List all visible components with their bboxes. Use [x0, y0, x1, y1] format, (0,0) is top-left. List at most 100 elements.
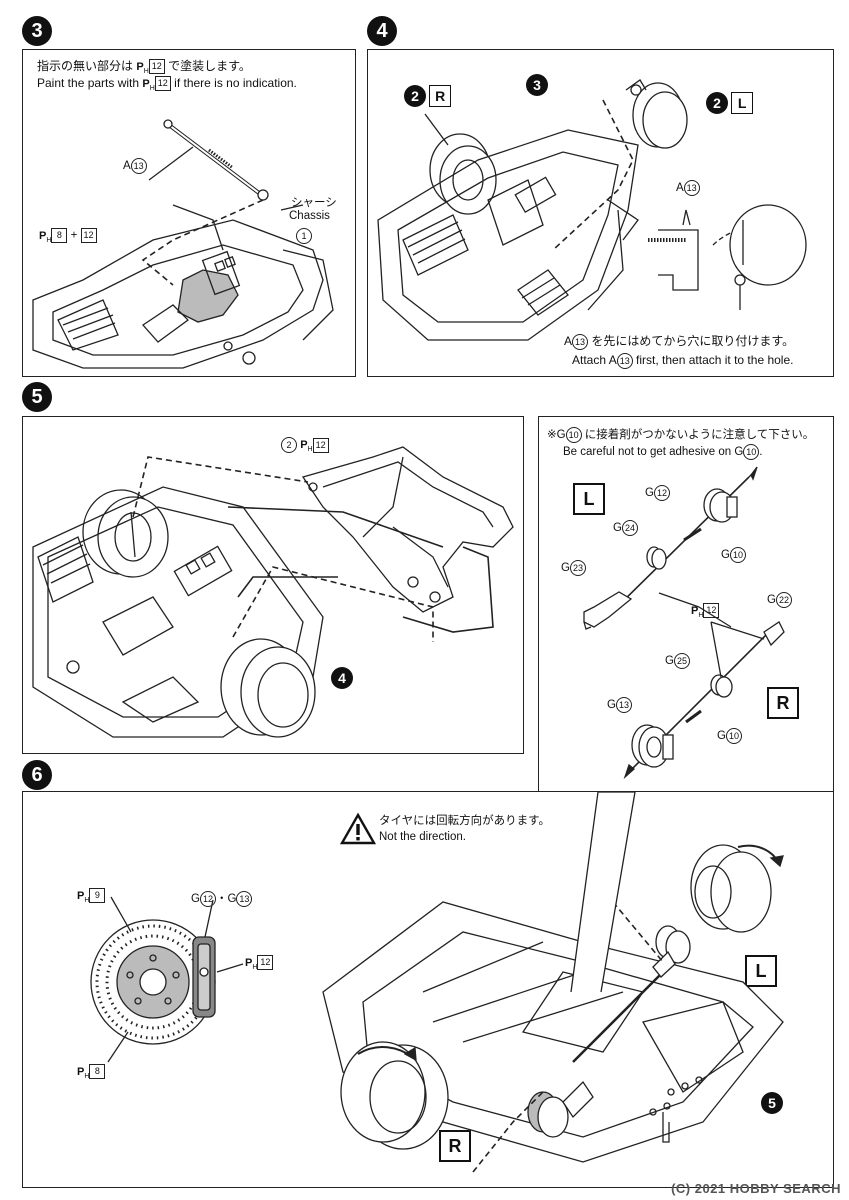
plus-sign: +: [70, 229, 78, 242]
paint-ph-label: PH: [300, 439, 313, 454]
part-prefix: G: [721, 549, 730, 562]
part-number: 1: [296, 228, 312, 244]
part-number: 10: [725, 728, 742, 744]
part-number: 13: [615, 697, 632, 713]
chassis-label-jp: シャーシ: [291, 197, 337, 209]
part-prefix: A: [676, 182, 684, 195]
step-3-panel: 指示の無い部分は PH12 で塗装します。 Paint the parts wi…: [22, 49, 356, 377]
paint-ph-label: PH: [77, 889, 90, 904]
sub-assembly-number: 4: [331, 667, 353, 689]
part-group-number: 2: [706, 92, 728, 114]
part-number: 10: [743, 444, 760, 460]
part-prefix: G: [191, 893, 200, 905]
step-3-note-en: Paint the parts with PH12 if there is no…: [37, 75, 297, 97]
step-4-number: 4: [367, 16, 397, 46]
part-number: 13: [616, 352, 633, 369]
sub-assembly-number: 5: [761, 1092, 783, 1114]
paint-number: 12: [154, 76, 171, 92]
paint-number: 12: [257, 955, 274, 970]
step-4-note-en-b: first, then attach it to the hole.: [636, 353, 794, 367]
separator: ・: [215, 893, 228, 905]
warning-icon: [339, 812, 377, 845]
chassis-group-label: 3: [526, 74, 548, 96]
step-3-number: 3: [22, 16, 52, 46]
paint-ph-label: PH: [691, 604, 704, 619]
part-number: 2: [281, 437, 297, 453]
step-6-sub-number: 5: [761, 1092, 783, 1114]
part-number: 13: [236, 890, 253, 907]
paint-number: 12: [312, 437, 329, 453]
part-number: 13: [683, 180, 700, 196]
paint-ph-label: PH: [142, 78, 155, 93]
step-3-paint-label: PH8 + 12: [39, 228, 97, 244]
part-number: 25: [673, 653, 690, 669]
part-prefix: G: [665, 655, 674, 668]
step-4-note-jp-text: を先にはめてから穴に取り付けます。: [591, 334, 795, 348]
step-5-panel: 2 PH12 4: [22, 416, 524, 754]
part-prefix: G: [613, 522, 622, 535]
part-group-number: 3: [526, 74, 548, 96]
side-marker-l: L: [745, 955, 777, 987]
paint-ph-label: PH: [77, 1065, 90, 1080]
part-prefix: A: [123, 160, 131, 173]
part-prefix: G: [645, 487, 654, 500]
part-number: 23: [569, 560, 586, 576]
step-5-chassis-illustration: [32, 446, 514, 738]
disc-paint-right: PH12: [245, 955, 274, 971]
brake-assembly-illustration: [583, 466, 785, 780]
chassis-part-number: 1: [296, 228, 312, 244]
part-prefix: A: [564, 334, 573, 348]
paint-number: 12: [80, 228, 97, 243]
caution-prefix: ※G: [547, 429, 566, 442]
part-prefix: G: [717, 730, 726, 743]
caution-jp-text: に接着剤がつかないように注意して下さい。: [584, 429, 815, 442]
step-5-sub-number: 4: [331, 667, 353, 689]
paint-number: 9: [89, 888, 106, 903]
part-group-number: 2: [404, 85, 426, 107]
side-marker-r: R: [429, 85, 452, 107]
part-prefix: G: [227, 893, 237, 905]
side-marker-l: L: [731, 92, 754, 114]
caution-en-tail: .: [759, 446, 763, 459]
step-6-number: 6: [22, 760, 52, 790]
step-3-note-jp: 指示の無い部分は PH12 で塗装します。: [37, 58, 251, 80]
step-3-note-en-a: Paint the parts with: [37, 76, 140, 90]
step-4-chassis-illustration: [377, 79, 807, 341]
side-marker-r: R: [767, 687, 799, 719]
warning-jp: タイヤには回転方向があります。: [379, 815, 551, 827]
chassis-label-en: Chassis: [289, 210, 330, 222]
part-number: 10: [729, 547, 746, 563]
step-4-note-en-a: Attach A: [572, 353, 617, 367]
part-prefix: G: [767, 594, 776, 607]
side-marker-l: L: [573, 483, 605, 515]
paint-ph-label: PH: [245, 956, 258, 971]
part-prefix: G: [561, 562, 570, 575]
part-number: 10: [565, 427, 582, 443]
step-3-note-jp-text: 指示の無い部分は: [37, 59, 134, 73]
part-number: 13: [572, 333, 589, 350]
paint-number: 8: [51, 228, 68, 243]
wheel-r-label: 2 R: [404, 85, 452, 107]
disc-paint-bottom: PH8: [77, 1064, 106, 1080]
step-3-note-jp-tail: で塗装します。: [168, 59, 251, 73]
step-5-number: 5: [22, 382, 52, 412]
part-prefix: G: [607, 699, 616, 712]
part-number: 12: [199, 890, 216, 907]
step-3-chassis-illustration: [32, 119, 334, 369]
paint-ph-label: PH: [136, 61, 149, 76]
watermark: (C) 2021 HOBBY SEARCH: [671, 1181, 841, 1196]
part-number: 12: [653, 485, 670, 501]
